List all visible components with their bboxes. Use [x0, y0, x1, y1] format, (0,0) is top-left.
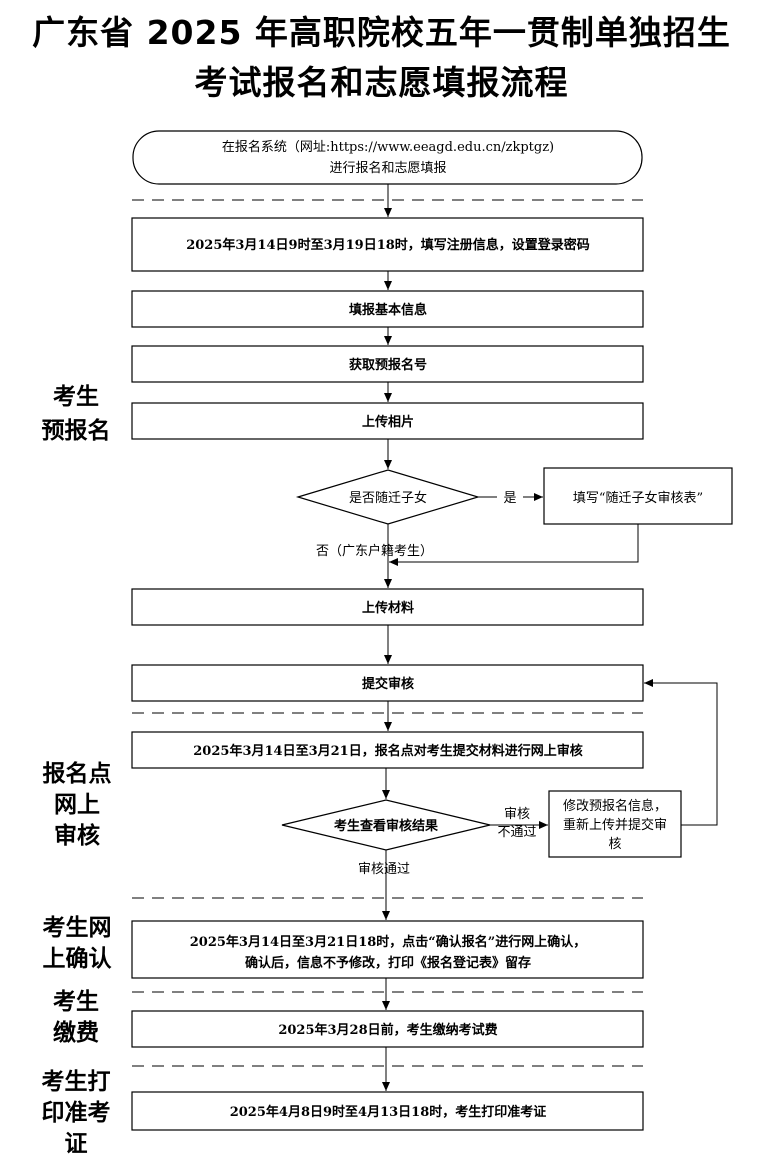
start-terminator — [132, 130, 643, 185]
migrant-decision-label: 是否随迁子女 — [349, 490, 427, 506]
get-number-label: 获取预报名号 — [349, 357, 427, 373]
submit-review-box — [131, 664, 644, 702]
print-box — [131, 1091, 644, 1131]
section-payment-line-1: 考生 — [53, 989, 99, 1015]
section-print-line-2: 印准考 — [42, 1100, 111, 1126]
not-pass-line-1: 审核 — [504, 807, 530, 822]
arrow-form-merge — [389, 524, 639, 566]
submit-review-label: 提交审核 — [362, 676, 414, 692]
section-pre-register-line-2: 预报名 — [42, 417, 111, 444]
check-result-label: 考生查看审核结果 — [334, 818, 438, 834]
start-line-2: 进行报名和志愿填报 — [329, 160, 446, 176]
section-print-line-3: 证 — [65, 1131, 88, 1157]
page-title-line-2: 考试报名和志愿填报流程 — [194, 63, 569, 102]
review-period-label: 2025年3月14日至3月21日，报名点对考生提交材料进行网上审核 — [193, 743, 582, 759]
pay-box — [131, 1010, 644, 1048]
upload-photo-box — [131, 402, 644, 440]
confirm-line-1: 2025年3月14日至3月21日18时，点击“确认报名”进行网上确认， — [190, 934, 587, 950]
section-online-confirm-line-1: 考生网 — [43, 915, 112, 941]
section-print-line-1: 考生打 — [42, 1068, 111, 1095]
print-label: 2025年4月8日9时至4月13日18时，考生打印准考证 — [230, 1104, 547, 1120]
review-period-box — [131, 731, 644, 769]
basic-info-box — [131, 290, 644, 328]
section-dividers — [132, 199, 643, 1067]
section-online-review-line-3: 审核 — [54, 822, 100, 849]
fail-action-line-2: 重新上传并提交审 — [563, 817, 667, 833]
yes-label: 是 — [503, 491, 516, 506]
arrow-fail-resubmit — [644, 679, 718, 826]
section-online-review-line-1: 报名点 — [43, 760, 112, 787]
register-label: 2025年3月14日9时至3月19日18时，填写注册信息，设置登录密码 — [186, 237, 590, 253]
no-local-label: 否（广东户籍考生） — [316, 543, 433, 559]
get-number-box — [131, 345, 644, 383]
connectors — [382, 184, 718, 1091]
start-line-1: 在报名系统（网址:https://www.eeagd.edu.cn/zkptgz… — [222, 139, 554, 155]
fail-action-line-3: 核 — [608, 837, 621, 852]
confirm-line-2: 确认后，信息不予修改，打印《报名登记表》留存 — [245, 955, 531, 971]
confirm-box — [131, 920, 644, 979]
basic-info-label: 填报基本信息 — [349, 302, 427, 318]
page-title-line-1: 广东省 2025 年高职院校五年一贯制单独招生 — [32, 13, 731, 52]
fail-action-line-1: 修改预报名信息， — [563, 798, 667, 814]
section-online-confirm-line-2: 上确认 — [43, 946, 112, 972]
upload-photo-label: 上传相片 — [362, 414, 414, 430]
upload-materials-label: 上传材料 — [362, 600, 414, 616]
section-payment-line-2: 缴费 — [53, 1019, 99, 1046]
pay-label: 2025年3月28日前，考生缴纳考试费 — [278, 1022, 497, 1038]
not-pass-line-2: 不通过 — [497, 825, 536, 840]
pass-label: 审核通过 — [358, 862, 410, 877]
section-pre-register-line-1: 考生 — [53, 384, 99, 410]
migrant-form-label: 填写“随迁子女审核表” — [573, 490, 703, 506]
section-online-review-line-2: 网上 — [54, 792, 100, 818]
fail-action-box — [548, 790, 682, 858]
